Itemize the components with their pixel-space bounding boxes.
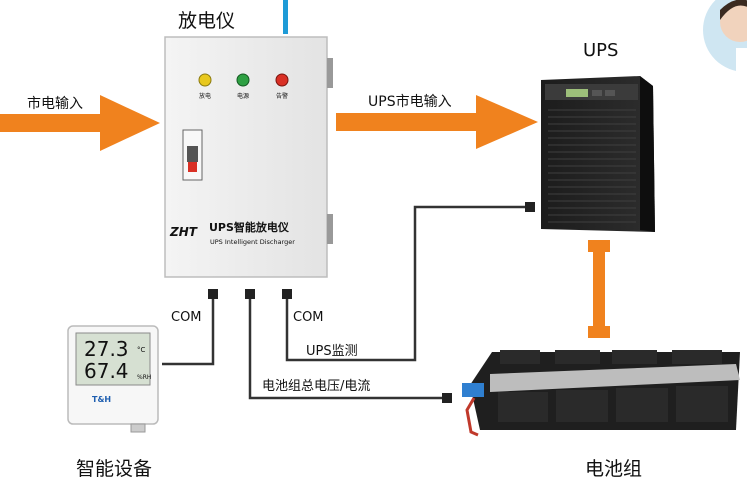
battery-measure-cable — [248, 294, 447, 400]
battery-voltage-current-label: 电池组总电压/电流 — [262, 379, 370, 394]
discharger-device: 放电 电源 告警 ZHT UPS智能放电仪 UPS Intelligent Di… — [164, 36, 333, 278]
ups-monitor-cable — [285, 205, 528, 362]
ups-mains-input-arrow — [336, 95, 538, 149]
product-name-cn: UPS智能放电仪 — [209, 220, 290, 234]
indicator-label-power: 电源 — [237, 92, 249, 100]
com-label-left: COM — [171, 310, 202, 325]
battery-blue-connector — [462, 383, 484, 397]
sensor-temp-unit: °C — [137, 346, 146, 354]
ups-mains-input-label: UPS市电输入 — [368, 93, 452, 110]
sensor-probe — [130, 423, 146, 433]
cable-connectors — [208, 202, 535, 403]
battery-pack — [462, 350, 740, 437]
ups-vent-grille — [548, 109, 636, 223]
smart-device-label: 智能设备 — [76, 458, 152, 480]
discharger-title: 放电仪 — [178, 10, 235, 32]
led-alarm — [275, 73, 289, 87]
breaker-switch — [182, 129, 203, 181]
sensor-brand: T&H — [92, 395, 111, 404]
indicator-label-discharge: 放电 — [199, 92, 211, 100]
ups-device — [541, 76, 655, 232]
sensor-humidity-unit: %RH — [137, 374, 151, 381]
avatar — [703, 0, 747, 72]
ups-monitor-label: UPS监测 — [306, 344, 358, 359]
sensor-temperature: 27.3 — [84, 337, 129, 361]
ups-title: UPS — [583, 40, 618, 61]
ups-battery-link — [588, 240, 610, 338]
smart-sensor-device: 27.3 °C 67.4 %RH T&H — [67, 325, 159, 433]
brand-logo: ZHT — [169, 225, 198, 239]
ups-lcd — [566, 89, 588, 97]
mains-input-arrow — [0, 95, 160, 151]
mains-input-label: 市电输入 — [27, 95, 83, 112]
com-label-right: COM — [293, 310, 324, 325]
sensor-com-cable — [162, 294, 215, 366]
cables — [162, 205, 528, 400]
led-discharge — [198, 73, 212, 87]
battery-group-label: 电池组 — [585, 458, 642, 480]
top-blue-cable — [283, 0, 288, 34]
led-power — [236, 73, 250, 87]
indicator-label-alarm: 告警 — [276, 92, 288, 100]
battery-red-wire — [465, 397, 479, 437]
product-name-en: UPS Intelligent Discharger — [210, 238, 295, 246]
sensor-humidity: 67.4 — [84, 359, 129, 383]
